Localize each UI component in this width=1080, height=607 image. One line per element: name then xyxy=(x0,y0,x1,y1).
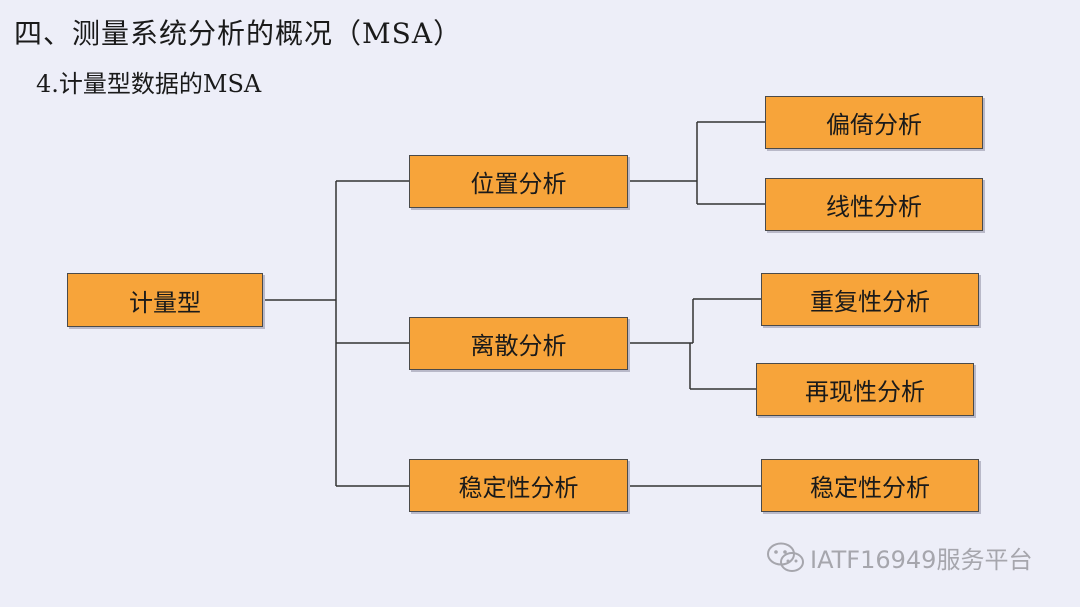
page-title: 四、测量系统分析的概况（MSA） xyxy=(14,17,463,50)
watermark: IATF16949服务平台 xyxy=(766,540,1032,575)
leaf-node-reproducibility: 再现性分析 xyxy=(756,363,974,416)
root-node: 计量型 xyxy=(67,273,263,327)
leaf-node-repeatability: 重复性分析 xyxy=(761,273,979,326)
page-subtitle: 4.计量型数据的MSA xyxy=(36,70,262,98)
leaf-node-bias: 偏倚分析 xyxy=(765,96,983,149)
leaf-node-stability: 稳定性分析 xyxy=(761,459,979,512)
branch-node-stability: 稳定性分析 xyxy=(409,459,628,512)
leaf-node-linearity: 线性分析 xyxy=(765,178,983,231)
watermark-text: IATF16949服务平台 xyxy=(810,546,1033,574)
wechat-icon xyxy=(767,542,804,572)
branch-node-dispersion: 离散分析 xyxy=(409,317,628,370)
branch-node-position: 位置分析 xyxy=(409,155,628,208)
